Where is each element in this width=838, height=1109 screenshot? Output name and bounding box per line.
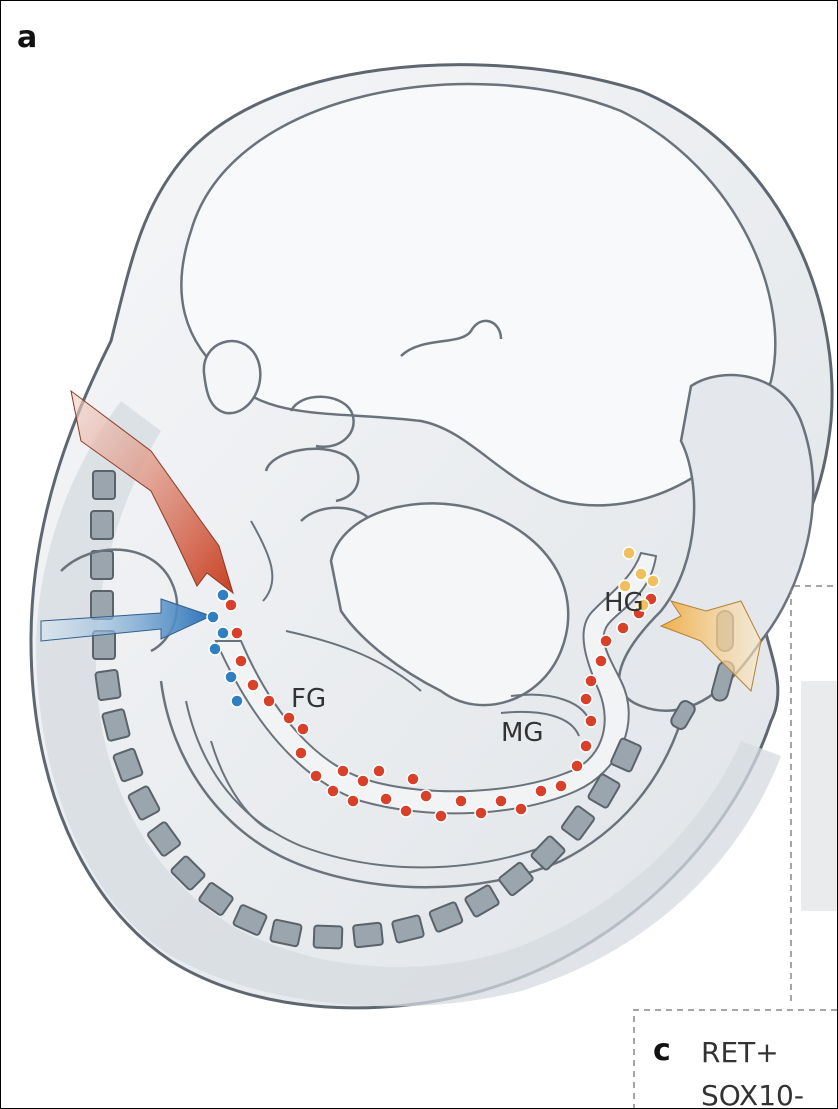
vagal-crest-cell — [357, 775, 369, 787]
vagal-crest-cell — [235, 655, 247, 667]
sacral-crest-cell — [623, 547, 635, 559]
vagal-crest-cell — [595, 655, 607, 667]
eye-outline — [204, 341, 261, 413]
vagal-crest-cell — [475, 807, 487, 819]
vagal-crest-cell — [400, 805, 412, 817]
vagal-crest-cell — [585, 675, 597, 687]
vagal-crest-cell — [247, 679, 259, 691]
vagal-crest-cell — [380, 793, 392, 805]
panel-a-letter: a — [17, 20, 37, 55]
vagal-crest-cell — [585, 715, 597, 727]
vagal-crest-cell — [600, 635, 612, 647]
hindgut-label: HG — [604, 588, 644, 618]
blue-crest-cell — [207, 611, 219, 623]
blue-crest-cell — [209, 643, 221, 655]
vagal-crest-cell — [435, 810, 447, 822]
vagal-crest-cell — [231, 627, 243, 639]
vagal-crest-cell — [580, 740, 592, 752]
panel-b-content — [801, 681, 838, 911]
sacral-crest-cell — [647, 575, 659, 587]
vagal-crest-cell — [295, 747, 307, 759]
foregut-label: FG — [291, 684, 326, 714]
vagal-crest-cell — [407, 773, 419, 785]
vagal-crest-cell — [347, 795, 359, 807]
blue-crest-cell — [217, 627, 229, 639]
vagal-crest-cell — [455, 795, 467, 807]
vagal-crest-cell — [535, 785, 547, 797]
blue-crest-cell — [231, 695, 243, 707]
vagal-crest-cell — [555, 780, 567, 792]
vagal-crest-cell — [310, 770, 322, 782]
blue-crest-cell — [217, 589, 229, 601]
vagal-crest-cell — [571, 760, 583, 772]
vagal-crest-cell — [373, 765, 385, 777]
vagal-crest-cell — [420, 790, 432, 802]
vagal-crest-cell — [580, 693, 592, 705]
vagal-crest-cell — [515, 803, 527, 815]
panel-c-letter: c — [653, 1033, 671, 1068]
vagal-crest-cell — [225, 599, 237, 611]
midgut-label: MG — [501, 718, 544, 748]
vagal-crest-cell — [297, 723, 309, 735]
vagal-crest-cell — [263, 695, 275, 707]
vagal-crest-cell — [495, 795, 507, 807]
blue-crest-cell — [225, 671, 237, 683]
inset-c-line-1: RET+ — [701, 1036, 779, 1069]
vagal-crest-cell — [617, 622, 629, 634]
vagal-crest-cell — [337, 765, 349, 777]
inset-c-line-2: SOX10- — [701, 1079, 804, 1109]
vagal-crest-cell — [327, 785, 339, 797]
sacral-crest-cell — [635, 568, 647, 580]
